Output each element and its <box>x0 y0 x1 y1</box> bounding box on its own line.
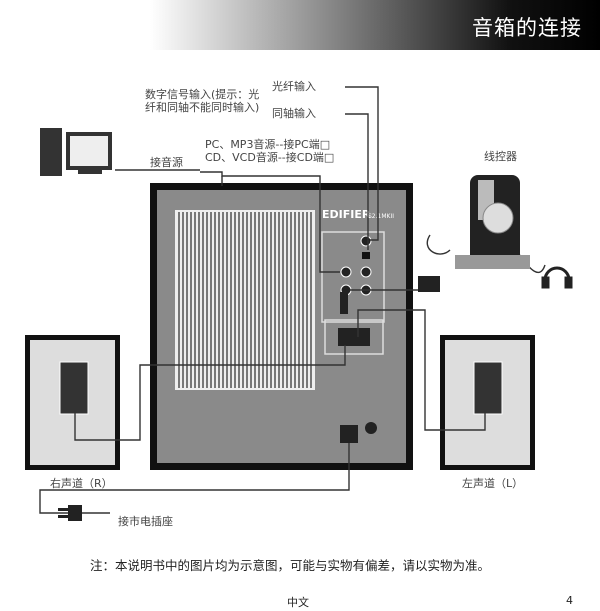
grille-slat <box>230 212 232 388</box>
coaxial-jack <box>360 235 372 247</box>
grille-slat <box>302 212 304 388</box>
remote-connector <box>418 276 440 292</box>
grille-slat <box>270 212 272 388</box>
cables <box>39 86 546 514</box>
grille-slat <box>182 212 184 388</box>
subwoofer-grille <box>175 210 315 390</box>
grille-slat <box>258 212 260 388</box>
disclaimer-note: 注：本说明书中的图片均为示意图，可能与实物有偏差，请以实物为准。 <box>90 558 491 573</box>
pc-source-label: PC、MP3音源--接PC端□ <box>205 138 331 151</box>
grille-slat <box>250 212 252 388</box>
grille-slat <box>282 212 284 388</box>
optical-jack <box>362 252 370 259</box>
grille-slat <box>202 212 204 388</box>
grille-slat <box>226 212 228 388</box>
grille-slat <box>190 212 192 388</box>
grille-slat <box>206 212 208 388</box>
grille-slat <box>214 212 216 388</box>
grille-slat <box>246 212 248 388</box>
grille-slat <box>290 212 292 388</box>
grille-slat <box>274 212 276 388</box>
grille-slat <box>298 212 300 388</box>
right-speaker <box>25 335 120 470</box>
power-plug-icon <box>58 505 82 521</box>
headphones-icon <box>541 266 573 289</box>
grille-slat <box>306 212 308 388</box>
digital-input-hint: 纤和同轴不能同时输入) <box>145 101 260 114</box>
grille-slat <box>222 212 224 388</box>
coaxial-input-label: 同轴输入 <box>272 107 316 120</box>
rca-jack <box>360 266 372 278</box>
grille-slat <box>194 212 196 388</box>
speaker-terminals <box>338 328 370 346</box>
remote-port <box>340 292 348 314</box>
brand-logo: EDIFIER <box>322 208 371 221</box>
grille-slat <box>238 212 240 388</box>
rca-jack <box>340 266 352 278</box>
grille-slat <box>286 212 288 388</box>
left-channel-label: 左声道（L） <box>462 477 524 490</box>
grille-slat <box>254 212 256 388</box>
page-title: 音箱的连接 <box>472 16 582 40</box>
digital-input-label: 数字信号输入(提示：光 <box>145 88 260 101</box>
mains-label: 接市电插座 <box>118 515 173 528</box>
grille-slat <box>266 212 268 388</box>
page-header: 音箱的连接 <box>0 0 600 50</box>
model-label: S2.1MKII <box>368 213 394 220</box>
audio-source-label: 接音源 <box>150 156 183 169</box>
footer-language: 中文 <box>287 596 309 609</box>
speaker-output-panel <box>324 319 384 355</box>
page-number: 4 <box>566 594 573 607</box>
power-switch <box>365 422 377 434</box>
grille-slat <box>262 212 264 388</box>
computer-icon <box>40 128 112 176</box>
grille-slat <box>234 212 236 388</box>
grille-slat <box>294 212 296 388</box>
optical-input-label: 光纤输入 <box>272 80 316 93</box>
right-channel-label: 右声道（R） <box>50 477 113 490</box>
grille-slat <box>278 212 280 388</box>
cd-source-label: CD、VCD音源--接CD端□ <box>205 151 335 164</box>
grille-slat <box>242 212 244 388</box>
grille-slat <box>198 212 200 388</box>
grille-slat <box>210 212 212 388</box>
left-speaker <box>440 335 535 470</box>
input-panel <box>321 231 385 323</box>
grille-slat <box>310 212 312 388</box>
grille-slat <box>178 212 180 388</box>
remote-controller <box>455 175 530 269</box>
power-socket <box>340 425 358 443</box>
grille-slat <box>218 212 220 388</box>
grille-slat <box>186 212 188 388</box>
remote-label: 线控器 <box>484 150 517 163</box>
